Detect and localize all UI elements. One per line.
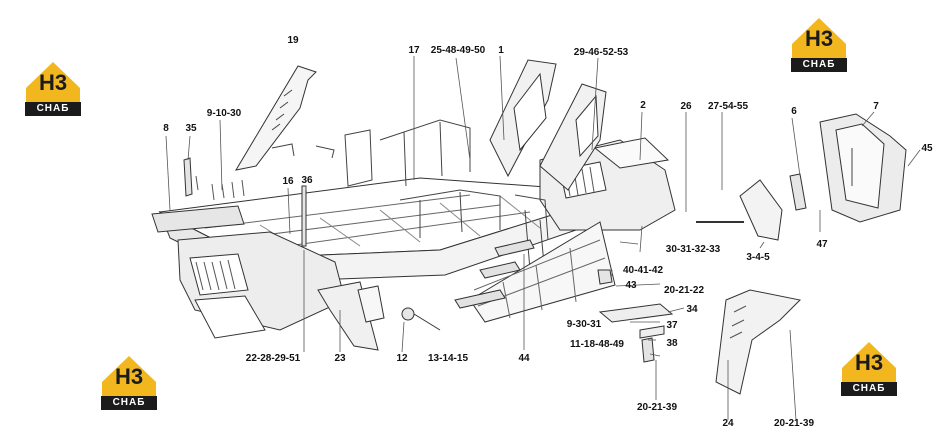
part-label-9-10-30: 9-10-30 bbox=[206, 108, 242, 119]
part-label-9-30-31: 9-30-31 bbox=[566, 319, 602, 330]
part-label-1: 1 bbox=[498, 45, 504, 56]
logo-wordmark: CHAБ bbox=[791, 58, 847, 72]
part-label-38: 38 bbox=[666, 338, 678, 349]
logo-monogram: H3 bbox=[114, 364, 144, 389]
part-label-22-28-29-51: 22-28-29-51 bbox=[245, 353, 301, 364]
part-label-19: 19 bbox=[287, 35, 299, 46]
panel-19 bbox=[234, 65, 317, 171]
part-label-2: 2 bbox=[640, 100, 646, 111]
part-label-23: 23 bbox=[334, 353, 346, 364]
brand-logo-bottom-right: H3 CHAБ bbox=[836, 338, 902, 400]
logo-wordmark: CHAБ bbox=[101, 396, 157, 410]
brand-logo-top-right: H3 CHAБ bbox=[786, 14, 852, 76]
logo-monogram: H3 bbox=[38, 70, 68, 95]
logo-monogram: H3 bbox=[804, 26, 834, 51]
part-label-44: 44 bbox=[518, 353, 530, 364]
part-label-7: 7 bbox=[873, 101, 879, 112]
fender-24 bbox=[715, 289, 802, 395]
part-label-45: 45 bbox=[921, 143, 933, 154]
part-label-37: 37 bbox=[666, 320, 678, 331]
part-label-25-48-49-50: 25-48-49-50 bbox=[430, 45, 486, 56]
part-label-17: 17 bbox=[408, 45, 420, 56]
plate-3-4-5 bbox=[739, 179, 783, 241]
brand-logo-bottom-left: H3 CHAБ bbox=[96, 352, 162, 414]
part-label-20-21-39-left: 20-21-39 bbox=[636, 402, 678, 413]
part-label-40-41-42: 40-41-42 bbox=[622, 265, 664, 276]
part-label-16: 16 bbox=[282, 176, 294, 187]
part-label-26: 26 bbox=[680, 101, 692, 112]
part-label-13-14-15: 13-14-15 bbox=[427, 353, 469, 364]
logo-monogram: H3 bbox=[854, 350, 884, 375]
part-label-35: 35 bbox=[185, 123, 197, 134]
part-label-6: 6 bbox=[791, 106, 797, 117]
part-label-3-4-5: 3-4-5 bbox=[746, 252, 770, 263]
post-35 bbox=[183, 157, 193, 197]
part-label-34: 34 bbox=[686, 304, 698, 315]
logo-wordmark: CHAБ bbox=[25, 102, 81, 116]
logo-wordmark: CHAБ bbox=[841, 382, 897, 396]
part-label-8: 8 bbox=[163, 123, 169, 134]
part-label-43: 43 bbox=[625, 280, 637, 291]
part-label-29-46-52-53: 29-46-52-53 bbox=[573, 47, 629, 58]
part-label-20-21-22: 20-21-22 bbox=[663, 285, 705, 296]
part-label-24: 24 bbox=[722, 418, 734, 429]
part-label-20-21-39-right: 20-21-39 bbox=[773, 418, 815, 429]
part-label-36: 36 bbox=[301, 175, 313, 186]
leader-lines bbox=[165, 55, 921, 421]
part-label-47: 47 bbox=[816, 239, 828, 250]
brand-logo-left: H3 CHAБ bbox=[20, 58, 86, 120]
guard-rail bbox=[344, 119, 471, 187]
part-label-11-18-48-49: 11-18-48-49 bbox=[570, 339, 624, 350]
front-bumper bbox=[151, 205, 245, 233]
part-label-27-54-55: 27-54-55 bbox=[707, 101, 749, 112]
part-label-30-31-32-33: 30-31-32-33 bbox=[665, 244, 721, 255]
part-label-12: 12 bbox=[396, 353, 408, 364]
